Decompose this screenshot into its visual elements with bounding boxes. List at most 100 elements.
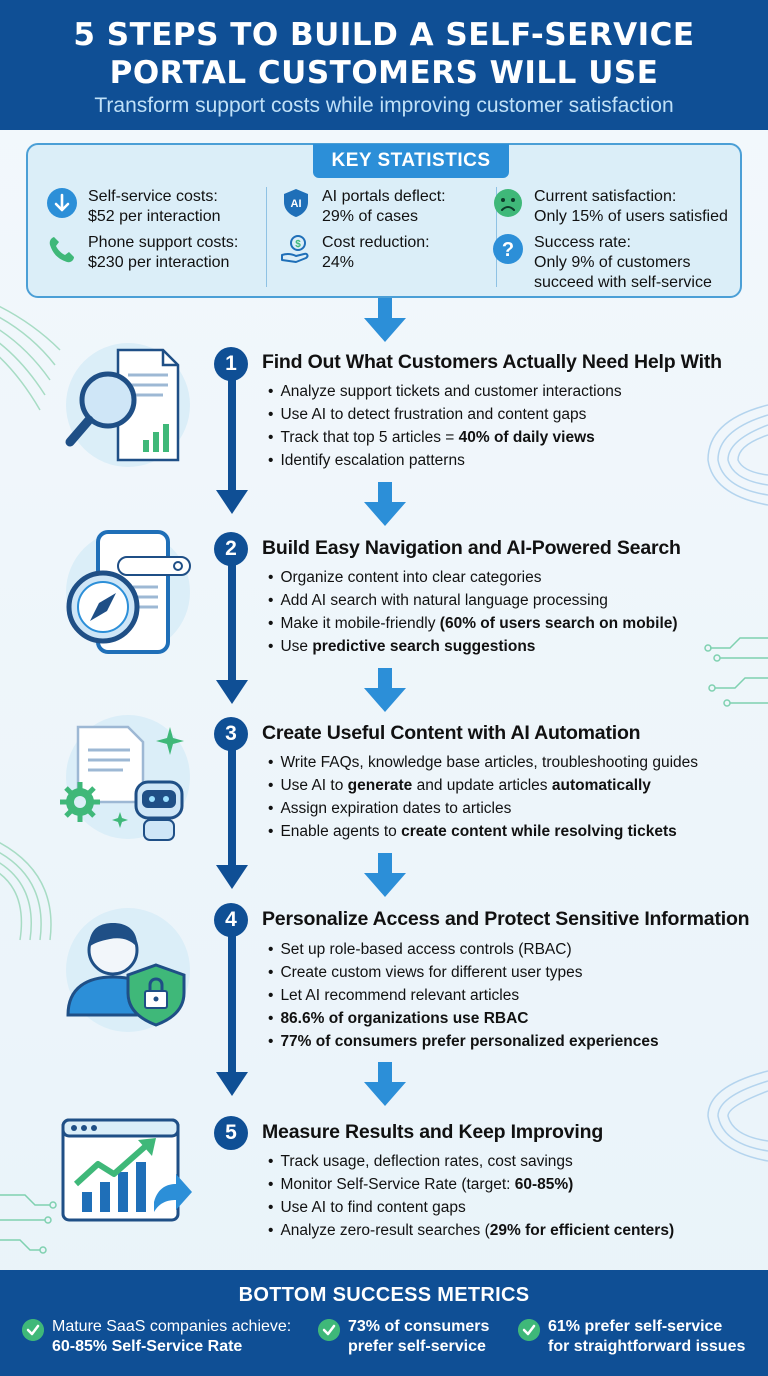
stat-value: $52 per interaction [88,208,221,225]
document-gear-robot-icon [60,715,190,841]
stat-value: 29% of cases [322,208,419,225]
header-banner: 5 STEPS TO BUILD A SELF-SERVICE PORTAL C… [0,0,768,130]
stat-self-service-costs: Self-service costs: $52 per interaction [46,187,221,227]
metric-saas-rate: Mature SaaS companies achieve: 60-85% Sel… [22,1317,291,1357]
list-item: Use AI to find content gaps [268,1196,674,1219]
list-item: 77% of consumers prefer personalized exp… [268,1030,658,1053]
stat-label: Current satisfaction: [534,188,677,205]
list-item: Create custom views for different user t… [268,961,659,984]
stat-label: Phone support costs: [88,234,239,251]
flow-arrow-icon [364,853,406,897]
step-title-2: Build Easy Navigation and AI-Powered Sea… [262,537,681,559]
list-item: Track usage, deflection rates, cost savi… [268,1150,674,1173]
decorative-waves-left [0,305,61,411]
page-title: 5 STEPS TO BUILD A SELF-SERVICE PORTAL C… [0,0,768,92]
metric-line: Mature SaaS companies achieve: [52,1318,292,1335]
list-item: Track that top 5 articles = 40% of daily… [268,426,622,449]
stat-cost-reduction: $ Cost reduction: 24% [280,233,430,273]
stat-label: Success rate: [534,234,631,251]
ai-badge-text: AI [291,198,302,210]
stat-phone-support-costs: Phone support costs: $230 per interactio… [46,233,238,273]
list-item: Make it mobile-friendly (60% of users se… [268,612,677,635]
metric-line: for straightforward issues [548,1338,746,1355]
stat-current-satisfaction: Current satisfaction: Only 15% of users … [492,187,728,227]
step-1-bullets: Analyze support tickets and customer int… [268,380,622,472]
stat-value: 24% [322,254,355,271]
stats-divider [266,187,267,287]
key-statistics-title: KEY STATISTICS [313,144,509,178]
stat-value: Only 15% of users satisfied [534,208,728,225]
stats-divider [496,187,497,287]
decorative-waves-right [707,404,768,506]
step-number-1: 1 [214,347,248,381]
check-circle-icon [318,1319,340,1341]
bottom-metrics-banner: BOTTOM SUCCESS METRICS Mature SaaS compa… [0,1270,768,1376]
list-item: Analyze support tickets and customer int… [268,380,621,403]
decorative-circuit-left [0,1194,57,1254]
timeline-arrow-down-icon [216,680,248,704]
step-4-bullets: Set up role-based access controls (RBAC)… [268,938,659,1053]
user-lock-shield-icon [66,908,190,1032]
step-title-3: Create Useful Content with AI Automation [262,722,641,744]
arrow-down-icon [47,188,77,218]
step-5-bullets: Track usage, deflection rates, cost savi… [268,1150,674,1242]
step-number-4: 4 [214,903,248,937]
metric-line: 73% of consumers [348,1318,490,1335]
list-item: Enable agents to create content while re… [268,820,698,843]
page-title-line1: 5 STEPS TO BUILD A SELF-SERVICE [73,17,695,53]
phone-icon [49,237,74,263]
growth-chart-icon [61,1118,192,1222]
step-2-bullets: Organize content into clear categories A… [268,566,678,658]
list-item: Use predictive search suggestions [268,635,678,658]
sad-face-icon [494,189,522,217]
list-item: Monitor Self-Service Rate (target: 60-85… [268,1173,674,1196]
flow-arrow-icon [364,1062,406,1106]
step-3-bullets: Write FAQs, knowledge base articles, tro… [268,751,698,843]
page-subtitle: Transform support costs while improving … [94,94,674,117]
list-item: Use AI to generate and update articles a… [268,774,698,797]
metric-consumers-prefer: 73% of consumers prefer self-service [318,1317,489,1357]
list-item: Write FAQs, knowledge base articles, tro… [268,751,698,774]
stat-success-rate: ? Success rate: Only 9% of customers suc… [492,233,712,293]
decorative-circuit-right [704,637,768,707]
stat-label: AI portals deflect: [322,188,446,205]
check-circle-icon [22,1319,44,1341]
svg-text:?: ? [502,239,514,261]
page-title-line2: PORTAL CUSTOMERS WILL USE [109,55,659,91]
money-hand-icon: $ [281,235,309,263]
timeline-segment [228,365,236,495]
stat-label: Cost reduction: [322,234,430,251]
step-number-3: 3 [214,717,248,751]
decorative-waves-right-2 [707,1070,768,1162]
timeline-arrow-down-icon [216,1072,248,1096]
question-icon: ? [493,234,523,264]
metric-line: 61% prefer self-service [548,1318,723,1335]
list-item: Set up role-based access controls (RBAC) [268,938,659,961]
decorative-waves-left-2 [0,842,52,941]
metric-line: 60-85% Self-Service Rate [52,1338,243,1355]
timeline-segment [228,560,236,685]
timeline-segment [228,745,236,870]
timeline-arrow-down-icon [216,865,248,889]
step-title-5: Measure Results and Keep Improving [262,1121,604,1143]
list-item: 86.6% of organizations use RBAC [268,1007,659,1030]
list-item: Assign expiration dates to articles [268,797,698,820]
list-item: Use AI to detect frustration and content… [268,403,622,426]
list-item: Add AI search with natural language proc… [268,589,678,612]
bottom-metrics-title: BOTTOM SUCCESS METRICS [238,1284,530,1306]
timeline-segment [228,930,236,1075]
step-title-1: Find Out What Customers Actually Need He… [262,351,722,373]
stat-value: succeed with self-service [534,274,712,291]
key-statistics-panel: KEY STATISTICS Self-service costs: $52 p… [26,143,742,298]
list-item: Analyze zero-result searches (29% for ef… [268,1219,674,1242]
stat-label: Self-service costs: [88,188,218,205]
list-item: Identify escalation patterns [268,449,622,472]
list-item: Organize content into clear categories [268,566,678,589]
step-number-2: 2 [214,532,248,566]
metric-line: prefer self-service [348,1338,486,1355]
stat-ai-portals-deflect: AI AI portals deflect: 29% of cases [280,187,446,227]
flow-arrow-icon [364,482,406,526]
mobile-compass-search-icon [66,530,191,654]
stat-value: Only 9% of customers [534,254,691,271]
